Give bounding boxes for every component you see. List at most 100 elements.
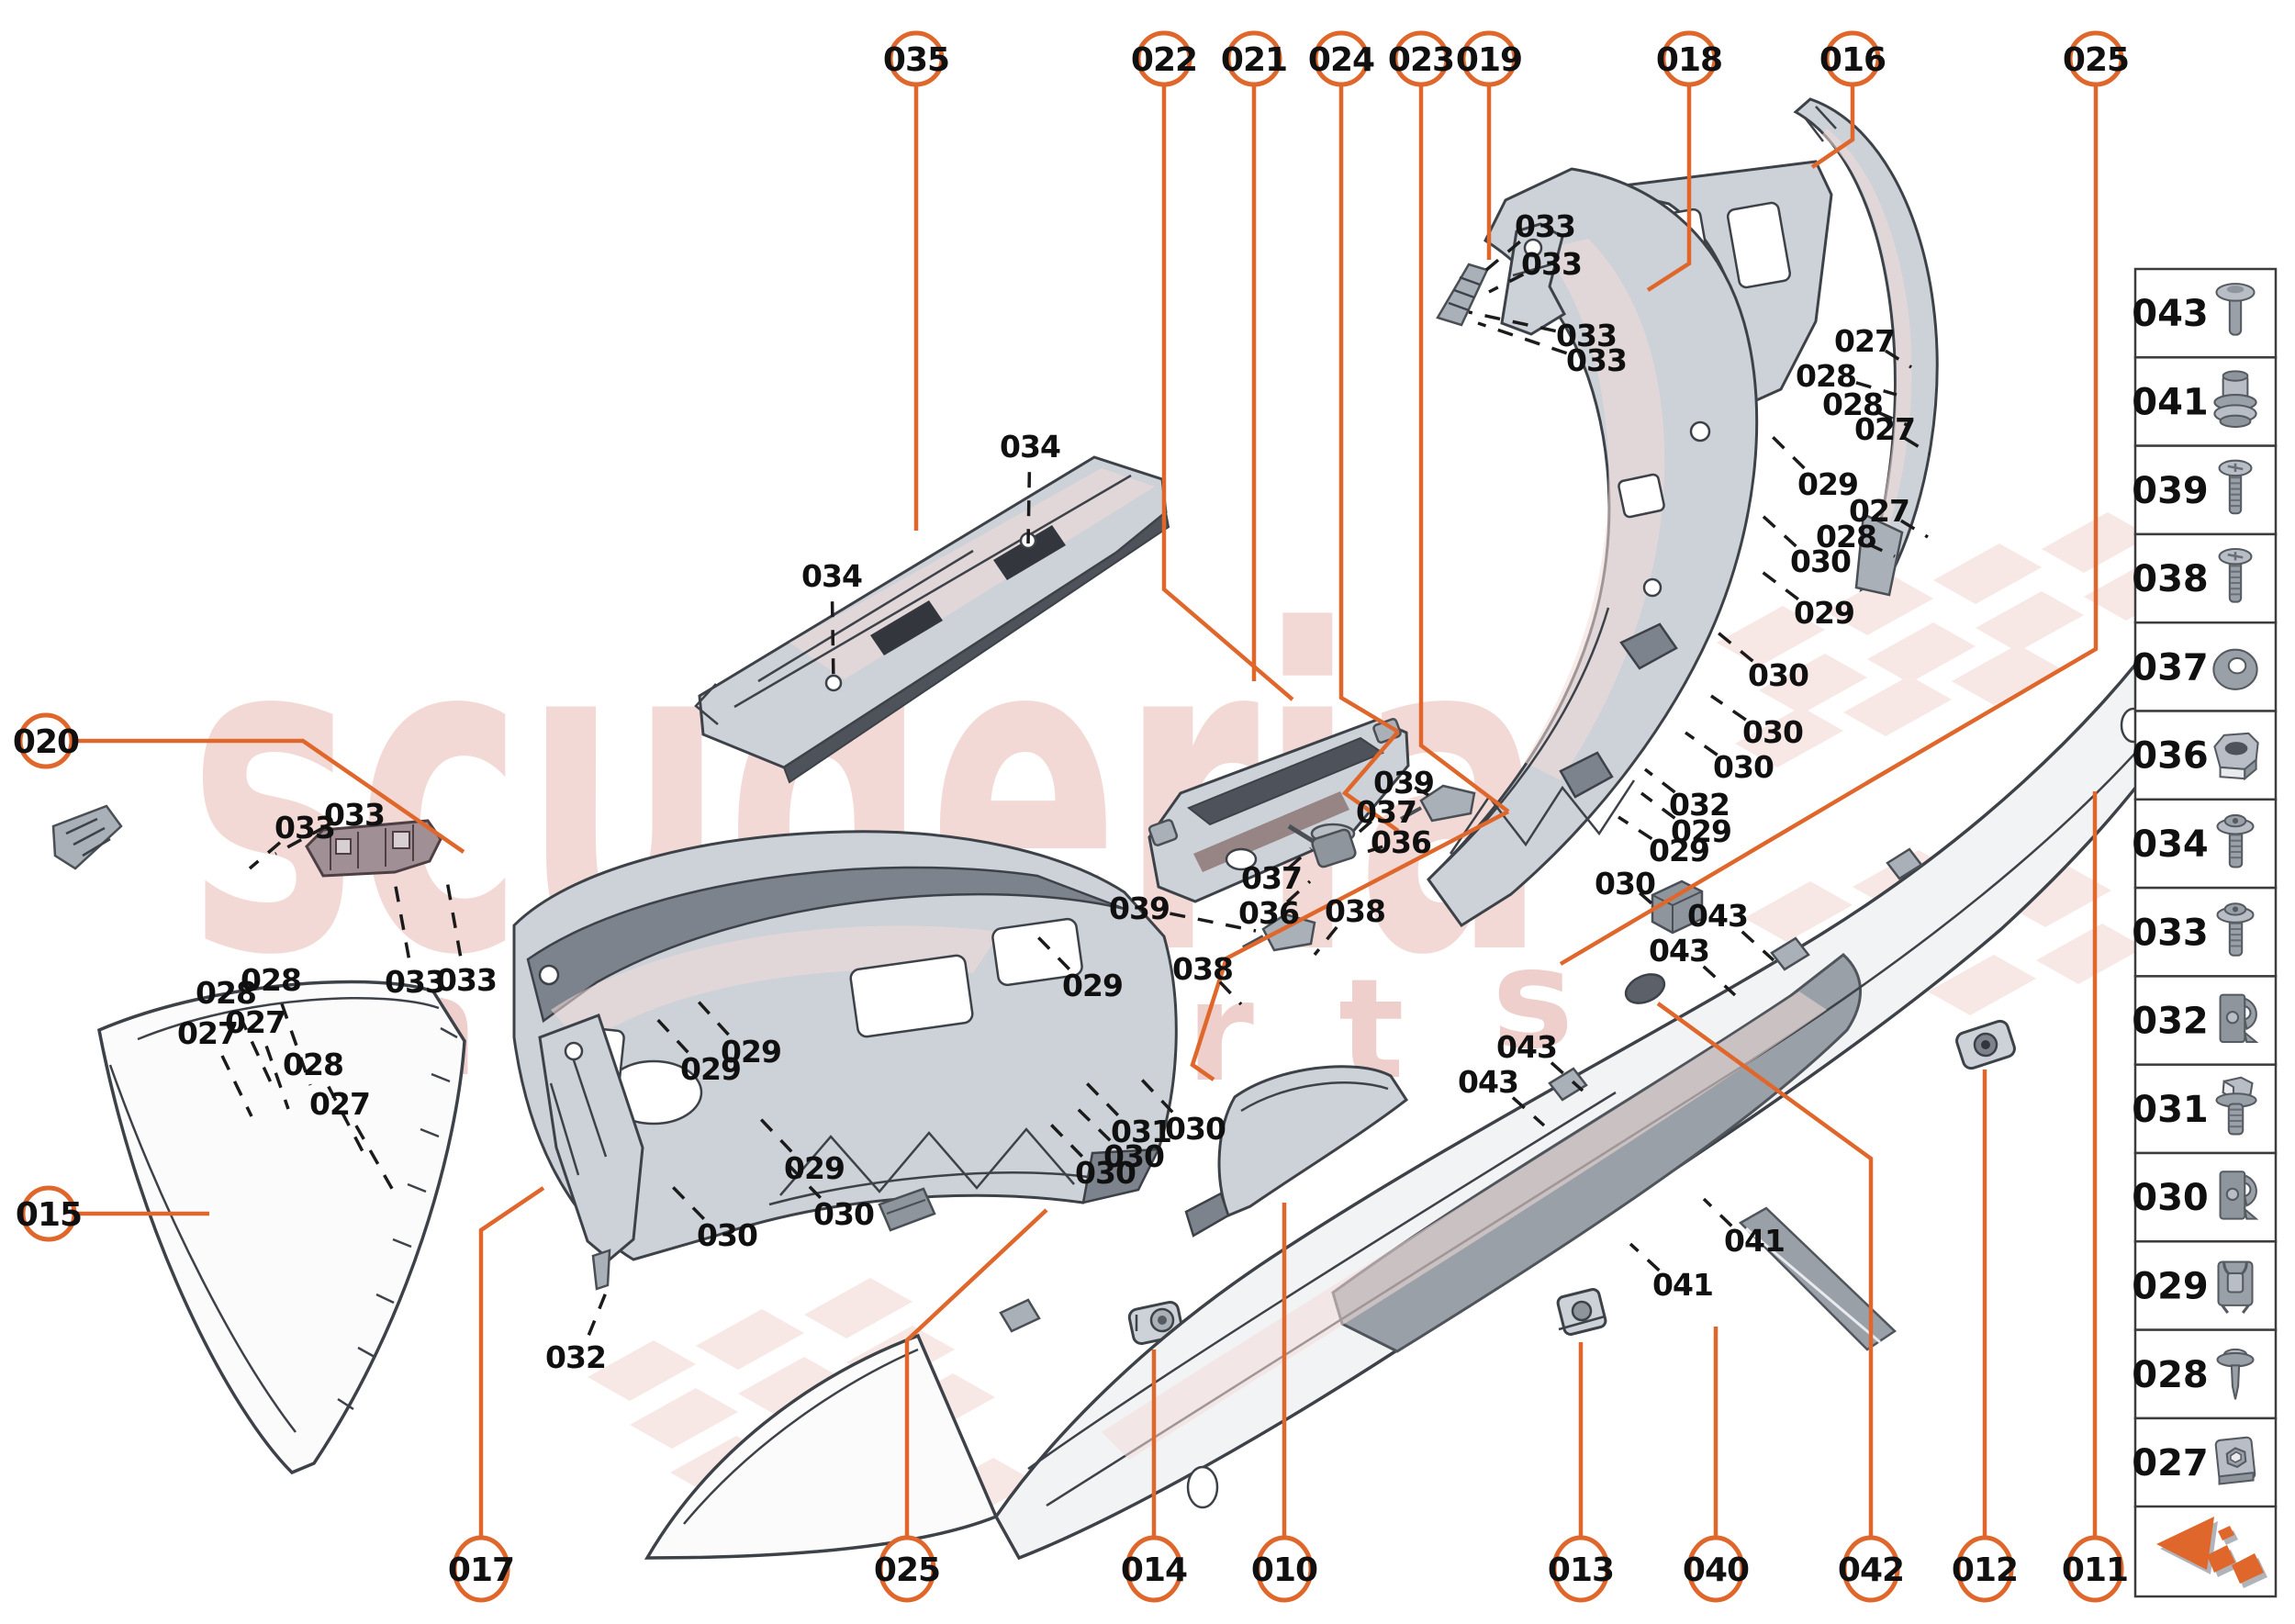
callout-030: 030 [1595, 866, 1655, 902]
balloon-circle[interactable] [1136, 30, 1192, 87]
callout-033: 033 [1566, 342, 1627, 378]
balloon-021[interactable]: 021 [1221, 30, 1288, 87]
balloon-010[interactable]: 010 [1251, 1535, 1318, 1603]
balloon-circle[interactable] [452, 1535, 510, 1603]
legend-item-box[interactable] [2133, 798, 2278, 890]
legend-item-number: 032 [2132, 1001, 2209, 1043]
balloon-number: 019 [1456, 41, 1522, 79]
balloon-025[interactable]: 025 [874, 1535, 941, 1603]
legend-item-box[interactable] [2133, 886, 2278, 978]
balloon-circle[interactable] [1393, 30, 1450, 87]
callout-032: 032 [545, 1339, 606, 1375]
legend-item-030[interactable]: 030 [2132, 1151, 2278, 1243]
legend-item-038[interactable]: 038 [2132, 532, 2278, 624]
legend-item-028[interactable]: 028 [2132, 1328, 2278, 1420]
balloon-circle[interactable] [1955, 1535, 2014, 1603]
balloon-number: 035 [883, 41, 949, 79]
callout-027: 027 [1854, 411, 1915, 447]
callout-037: 037 [1356, 794, 1416, 830]
balloon-019[interactable]: 019 [1456, 30, 1523, 87]
leader-016 [1810, 84, 1855, 169]
balloon-035[interactable]: 035 [883, 30, 950, 87]
legend-item-box[interactable] [2133, 1328, 2278, 1420]
callout-027: 027 [177, 1015, 238, 1051]
callout-043: 043 [1687, 898, 1748, 934]
legend-item-039[interactable]: 039 [2132, 444, 2278, 536]
balloon-circle[interactable] [1686, 1535, 1745, 1603]
callout-028: 028 [241, 962, 301, 998]
balloon-number: 040 [1683, 1551, 1749, 1589]
legend-item-034[interactable]: 034 [2132, 798, 2278, 890]
balloon-012[interactable]: 012 [1952, 1535, 2019, 1603]
part-ribbed-piece-033 [1436, 263, 1489, 327]
balloon-circle[interactable] [2067, 30, 2124, 87]
legend-item-031[interactable]: 031 [2132, 1063, 2278, 1155]
callout-033: 033 [274, 810, 335, 846]
balloon-020[interactable]: 020 [13, 712, 80, 769]
balloon-018[interactable]: 018 [1656, 30, 1723, 87]
legend-item-032[interactable]: 032 [2132, 975, 2278, 1066]
balloon-025[interactable]: 025 [2063, 30, 2130, 87]
callout-027: 027 [1849, 493, 1909, 529]
callout-dash [1313, 925, 1338, 957]
callout-dash [1855, 381, 1898, 397]
balloon-circle[interactable] [20, 1185, 77, 1242]
balloon-040[interactable]: 040 [1683, 1535, 1750, 1603]
balloon-circle[interactable] [2066, 1535, 2124, 1603]
callout-dash [1488, 273, 1525, 294]
callout-030: 030 [1165, 1111, 1226, 1147]
balloon-circle[interactable] [1551, 1535, 1610, 1603]
legend-item-041[interactable]: 041 [2132, 356, 2278, 447]
balloon-022[interactable]: 022 [1131, 30, 1198, 87]
balloon-circle[interactable] [888, 30, 945, 87]
balloon-number: 014 [1121, 1551, 1187, 1589]
callout-033: 033 [385, 964, 445, 1000]
part-side-panel [97, 980, 466, 1475]
balloon-circle[interactable] [1255, 1535, 1314, 1603]
legend-item-box[interactable] [2133, 267, 2278, 359]
legend-item-box[interactable] [2133, 444, 2278, 536]
balloon-circle[interactable] [1842, 1535, 1900, 1603]
balloon-011[interactable]: 011 [2062, 1535, 2129, 1603]
legend-item-033[interactable]: 033 [2132, 886, 2278, 978]
balloon-circle[interactable] [1226, 30, 1282, 87]
balloon-042[interactable]: 042 [1838, 1535, 1905, 1603]
part-clip-025 [878, 1187, 936, 1232]
callout-dash [264, 1045, 290, 1110]
balloon-024[interactable]: 024 [1308, 30, 1375, 87]
callout-030: 030 [697, 1217, 757, 1253]
legend-item-027[interactable]: 027 [2132, 1417, 2278, 1508]
callout-034: 034 [801, 558, 862, 594]
legend-item-box[interactable] [2133, 1063, 2278, 1155]
balloon-circle[interactable] [1125, 1535, 1183, 1603]
balloon-circle[interactable] [1824, 30, 1881, 87]
callout-dash [238, 1014, 277, 1093]
balloon-circle[interactable] [1661, 30, 1718, 87]
callout-027: 027 [1834, 323, 1895, 359]
callout-dash [1684, 731, 1718, 756]
balloon-circle[interactable] [1313, 30, 1370, 87]
callout-030: 030 [1075, 1155, 1136, 1191]
legend-item-037[interactable]: 037 [2132, 621, 2278, 712]
part-headlamp-bracket [305, 819, 442, 878]
balloon-013[interactable]: 013 [1548, 1535, 1615, 1603]
legend-item-029[interactable]: 029 [2132, 1240, 2278, 1331]
balloon-017[interactable]: 017 [448, 1535, 515, 1603]
callout-033: 033 [324, 797, 385, 833]
callout-033: 033 [1556, 318, 1617, 353]
callout-028: 028 [1816, 519, 1876, 554]
legend-item-number: 034 [2132, 823, 2209, 866]
callout-dash [1640, 791, 1676, 820]
balloon-023[interactable]: 023 [1388, 30, 1455, 87]
balloon-circle[interactable] [878, 1535, 936, 1603]
balloon-circle[interactable] [17, 712, 74, 769]
legend-item-043[interactable]: 043 [2132, 267, 2278, 359]
balloon-circle[interactable] [1461, 30, 1517, 87]
legend-item-036[interactable]: 036 [2132, 710, 2278, 801]
balloon-016[interactable]: 016 [1819, 30, 1886, 87]
balloon-014[interactable]: 014 [1121, 1535, 1188, 1603]
balloon-015[interactable]: 015 [16, 1185, 83, 1242]
leader-042 [1656, 1002, 1874, 1538]
part-absorber-bracket [1148, 718, 1410, 903]
legend-item-box[interactable] [2133, 532, 2278, 624]
